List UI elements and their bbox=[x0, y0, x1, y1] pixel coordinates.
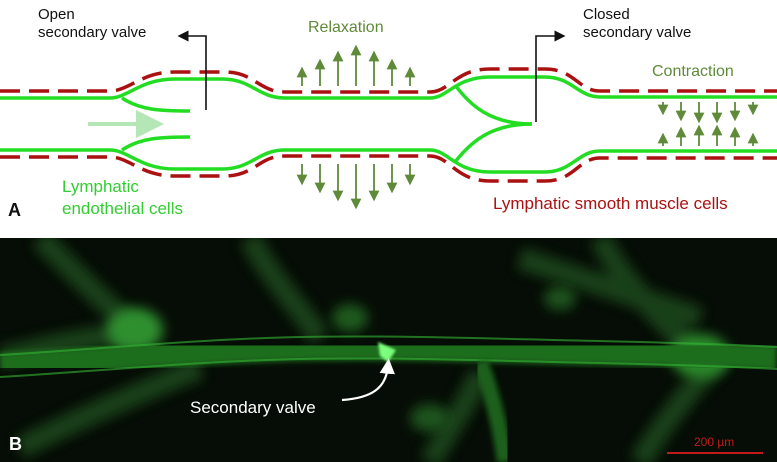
muscle-bottom-line bbox=[0, 154, 777, 183]
muscle-top-line bbox=[0, 67, 777, 94]
open-valve-pointer bbox=[177, 30, 207, 110]
relaxation-label: Relaxation bbox=[308, 19, 384, 36]
secondary-valve-pointer-arrow bbox=[341, 358, 395, 402]
open-valve-leaflet-bottom bbox=[121, 135, 191, 152]
endothelium-bottom-line bbox=[0, 148, 777, 174]
panel-b-micrograph: Secondary valve 200 µm B bbox=[0, 238, 777, 462]
endothelial-cells-label: Lymphatic endothelial cells bbox=[62, 177, 183, 219]
branch-vessel bbox=[472, 359, 513, 462]
closed-valve-label: Closed secondary valve bbox=[583, 6, 692, 41]
micrograph-image bbox=[0, 238, 777, 462]
main-vessel bbox=[0, 334, 777, 379]
closed-valve-leaflet-top bbox=[453, 83, 533, 126]
contraction-arrows bbox=[657, 102, 759, 146]
panel-b-letter: B bbox=[9, 434, 22, 454]
closed-valve-leaflet-bottom bbox=[453, 122, 533, 164]
relaxation-arrows bbox=[296, 44, 416, 210]
contraction-label: Contraction bbox=[652, 63, 734, 80]
smooth-muscle-outline bbox=[0, 67, 777, 183]
open-valve-label: Open secondary valve bbox=[38, 6, 147, 41]
smooth-muscle-cells-label: Lymphatic smooth muscle cells bbox=[493, 194, 728, 213]
scale-bar-label: 200 µm bbox=[694, 435, 735, 449]
closed-valve-pointer bbox=[535, 30, 566, 122]
endothelium-outline bbox=[0, 75, 777, 174]
valve-bright-spot bbox=[378, 342, 396, 362]
open-valve-leaflet-top bbox=[121, 96, 191, 113]
panel-a-letter: A bbox=[8, 200, 21, 220]
secondary-valve-label: Secondary valve bbox=[190, 398, 316, 417]
endothelium-top-line bbox=[0, 75, 777, 100]
panel-a-diagram bbox=[0, 30, 777, 210]
